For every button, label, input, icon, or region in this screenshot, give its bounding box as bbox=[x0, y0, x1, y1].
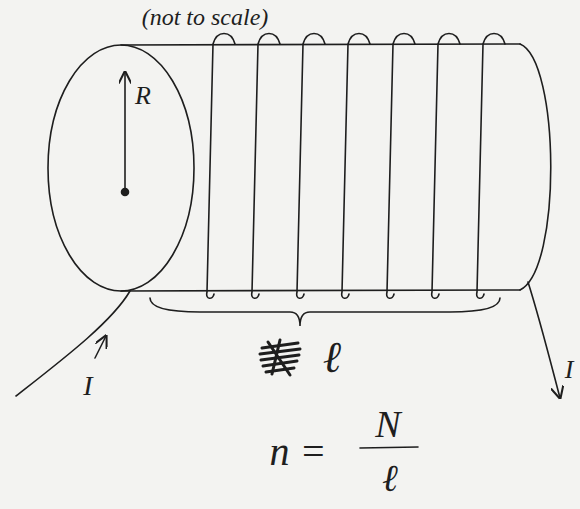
cylinder-cap bbox=[520, 44, 551, 290]
cylinder-end bbox=[48, 45, 194, 291]
current-label: I bbox=[83, 372, 92, 400]
denominator: ℓ bbox=[382, 459, 398, 497]
note-text: (not to scale) bbox=[142, 5, 269, 29]
lead-wire bbox=[528, 282, 560, 398]
numerator: N bbox=[375, 405, 400, 443]
radius-label: R bbox=[135, 83, 151, 109]
fraction-bar bbox=[360, 447, 418, 448]
cylinder-bottom bbox=[121, 290, 520, 291]
length-label: ℓ bbox=[323, 336, 341, 380]
coil-turns bbox=[207, 34, 505, 299]
radius-arrow bbox=[124, 72, 126, 190]
lead-wire bbox=[16, 291, 130, 396]
length-brace bbox=[150, 298, 500, 326]
scribble bbox=[260, 340, 300, 375]
current-label: I bbox=[565, 357, 574, 383]
current-arrow bbox=[95, 336, 106, 358]
equation-text: n = bbox=[270, 432, 327, 472]
